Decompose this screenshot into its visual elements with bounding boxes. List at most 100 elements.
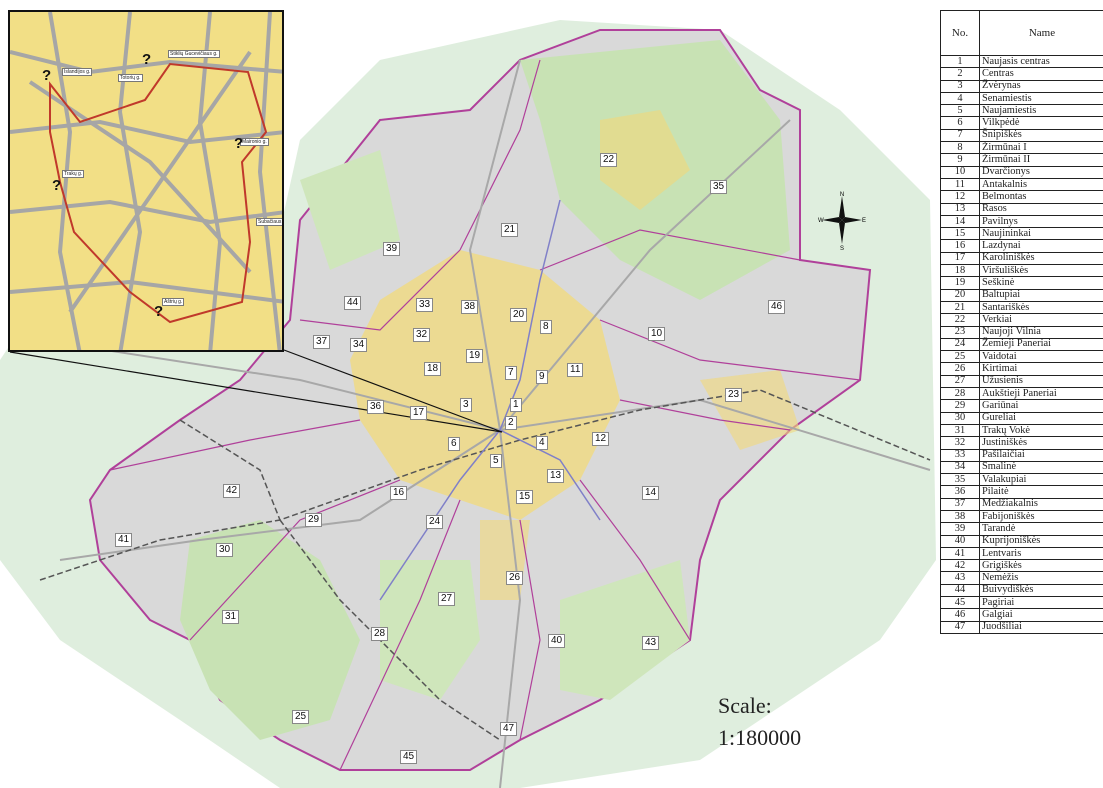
- district-label: 38: [461, 300, 479, 314]
- legend-row-name: Verkiai: [979, 313, 1103, 327]
- legend-row-name: Justiniškės: [979, 436, 1103, 450]
- legend-row-no: 29: [940, 399, 980, 413]
- legend-row-no: 36: [940, 485, 980, 499]
- legend-row-name: Antakalnis: [979, 177, 1103, 192]
- legend-row-name: Naujininkai: [979, 227, 1103, 241]
- legend-row-name: Karoliniškės: [979, 251, 1103, 266]
- legend-row-no: 15: [940, 227, 980, 241]
- street-tag-1: Stiklių Gucevičiaus g.: [168, 50, 220, 58]
- legend-row-name: Pagiriai: [979, 596, 1103, 610]
- legend-row-name: Lentvaris: [979, 546, 1103, 561]
- district-label: 7: [505, 366, 517, 380]
- legend-row-no: 40: [940, 534, 980, 548]
- district-label: 6: [448, 437, 460, 451]
- district-label: 32: [413, 328, 431, 342]
- legend-row-name: Kuprijoniškės: [979, 534, 1103, 548]
- legend-row-no: 27: [940, 374, 980, 389]
- district-label: 33: [416, 298, 434, 312]
- legend-row-name: Pilaitė: [979, 485, 1103, 499]
- legend-row-no: 7: [940, 128, 980, 143]
- legend-row-name: Naujamiestis: [979, 104, 1103, 118]
- legend-row-name: Nemėžis: [979, 571, 1103, 585]
- legend-row-name: Vilkpėdė: [979, 116, 1103, 130]
- question-marker-3: ?: [234, 135, 244, 152]
- legend-row-name: Medžiakalnis: [979, 497, 1103, 511]
- legend-row-name: Seškinė: [979, 276, 1103, 290]
- legend-row-no: 16: [940, 239, 980, 253]
- district-label: 23: [725, 388, 743, 402]
- legend-row-name: Naujasis centras: [979, 54, 1103, 69]
- district-label: 21: [501, 223, 519, 237]
- district-label: 14: [642, 486, 660, 500]
- question-marker-4: ?: [52, 177, 62, 194]
- district-label: 25: [292, 710, 310, 724]
- legend-row-no: 10: [940, 165, 980, 179]
- district-label: 15: [516, 490, 534, 504]
- inset-leader-top: [283, 349, 503, 433]
- legend-row-name: Baltupiai: [979, 288, 1103, 302]
- legend-row-name: Centras: [979, 67, 1103, 81]
- legend-row-name: Tarandė: [979, 522, 1103, 536]
- legend-row-no: 35: [940, 473, 980, 487]
- district-label: 46: [768, 300, 786, 314]
- legend-row-no: 34: [940, 460, 980, 475]
- district-label: 30: [216, 543, 234, 557]
- legend-row-name: Užusienis: [979, 374, 1103, 389]
- legend-row-name: Kirtimai: [979, 362, 1103, 376]
- district-label: 10: [648, 327, 666, 341]
- inset-map[interactable]: Stiklių Gucevičiaus g. Islandijos g. Tot…: [8, 10, 284, 352]
- compass-rose-icon: N S W E: [818, 192, 866, 250]
- district-label: 5: [490, 454, 502, 468]
- district-label: 26: [506, 571, 524, 585]
- legend-row-no: 44: [940, 583, 980, 598]
- legend-row-name: Žirmūnai II: [979, 153, 1103, 167]
- legend-row-name: Fabijoniškės: [979, 509, 1103, 524]
- legend-row-no: 9: [940, 153, 980, 167]
- street-tag-6: Subačiaus: [256, 218, 282, 226]
- legend-row-no: 14: [940, 214, 980, 229]
- district-label: 29: [305, 513, 323, 527]
- street-tag-7: Aštrių g.: [162, 298, 185, 306]
- legend-row-name: Buivydiškės: [979, 583, 1103, 598]
- legend-row-name: Grigiškės: [979, 559, 1103, 573]
- question-marker-2: ?: [142, 51, 152, 68]
- scale-value: 1:180000: [718, 725, 802, 750]
- district-label: 36: [367, 400, 385, 414]
- legend-row-name: Rasos: [979, 202, 1103, 216]
- legend-row-name: Vaidotai: [979, 350, 1103, 364]
- legend-row-no: 18: [940, 264, 980, 278]
- legend-row-no: 20: [940, 288, 980, 302]
- district-label: 22: [600, 153, 618, 167]
- district-label: 31: [222, 610, 240, 624]
- railways: [39, 389, 931, 741]
- legend-row-name: Žirmūnai I: [979, 141, 1103, 155]
- legend-row-name: Pašilaičiai: [979, 448, 1103, 462]
- legend-row-no: 28: [940, 387, 980, 401]
- legend-row-no: 11: [940, 177, 980, 192]
- legend-row-no: 38: [940, 509, 980, 524]
- legend-row-no: 12: [940, 190, 980, 204]
